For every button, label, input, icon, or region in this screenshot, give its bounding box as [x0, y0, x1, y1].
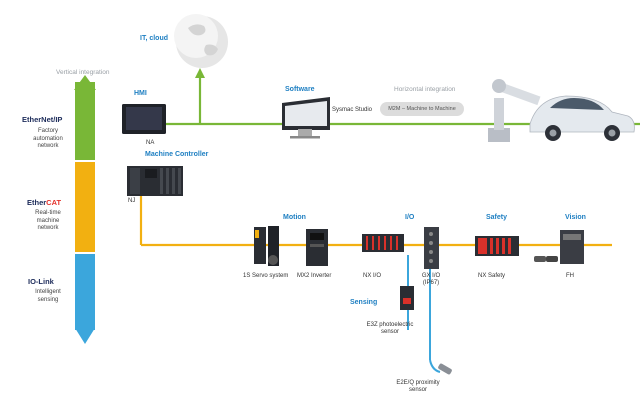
na-label: NA: [146, 140, 155, 146]
horizontal-integration-label: Horizontal integration: [394, 86, 456, 93]
cloud-globe-icon: [174, 14, 228, 68]
e2e-sensor-icon: [429, 359, 452, 375]
e3z-sensor-icon: [400, 286, 414, 310]
io-heading: I/O: [405, 214, 415, 221]
ethercat-logo: EtherCAT: [27, 198, 62, 207]
inverter-caption: MX2 Inverter: [297, 273, 332, 279]
ethernet-ip-description: Factory automation network: [33, 128, 63, 149]
nx-safety-caption: NX Safety: [478, 273, 506, 279]
motion-heading: Motion: [283, 214, 306, 221]
vision-heading: Vision: [565, 214, 586, 221]
cloud-uplink-arrowhead: [195, 68, 205, 78]
robot-car-icon: [488, 79, 635, 142]
inverter-icon: [306, 229, 328, 266]
arrow-bottom-head: [75, 328, 95, 344]
software-label: Software: [285, 86, 315, 93]
vertical-integration-label: Vertical integration: [56, 69, 110, 76]
gx-io-caption: GX I/O (IP67): [421, 273, 441, 286]
hmi-device-icon: [122, 104, 166, 134]
m2m-pill: M2M – Machine to Machine: [380, 102, 464, 116]
machine-controller-label: Machine Controller: [145, 151, 209, 158]
e2e-caption: E2E/Q proximity sensor: [396, 380, 440, 393]
io-link-description: Intelligent sensing: [35, 289, 61, 303]
nj-label: NJ: [128, 198, 136, 204]
e3z-caption: E3Z photoelectric sensor: [366, 322, 414, 335]
servo-caption: 1S Servo system: [243, 273, 289, 279]
fh-vision-icon: [534, 230, 584, 264]
ethernet-ip-logo: EtherNet/IP: [22, 115, 63, 124]
nx-io-icon: [362, 234, 404, 252]
ethercat-description: Real-time machine network: [35, 210, 61, 231]
fh-caption: FH: [566, 273, 574, 279]
nx-safety-icon: [475, 236, 519, 256]
sysmac-studio-label: Sysmac Studio: [332, 107, 373, 113]
it-cloud-label: IT, cloud: [140, 35, 168, 42]
arrow-ethercat-segment: [75, 162, 95, 252]
gx-io-icon: [424, 227, 439, 269]
sensing-heading: Sensing: [350, 299, 378, 306]
safety-heading: Safety: [486, 214, 508, 221]
sysmac-monitor-icon: [282, 97, 330, 139]
nx-io-caption: NX I/O: [363, 273, 382, 279]
machine-controller-icon: [127, 166, 183, 196]
io-link-logo: IO-Link: [28, 277, 54, 286]
servo-system-icon: [254, 226, 279, 266]
arrow-ethernet-ip-segment: [75, 82, 95, 160]
arrow-io-link-segment: [75, 254, 95, 330]
hmi-label: HMI: [134, 90, 147, 97]
arrow-top-head: [74, 75, 96, 90]
